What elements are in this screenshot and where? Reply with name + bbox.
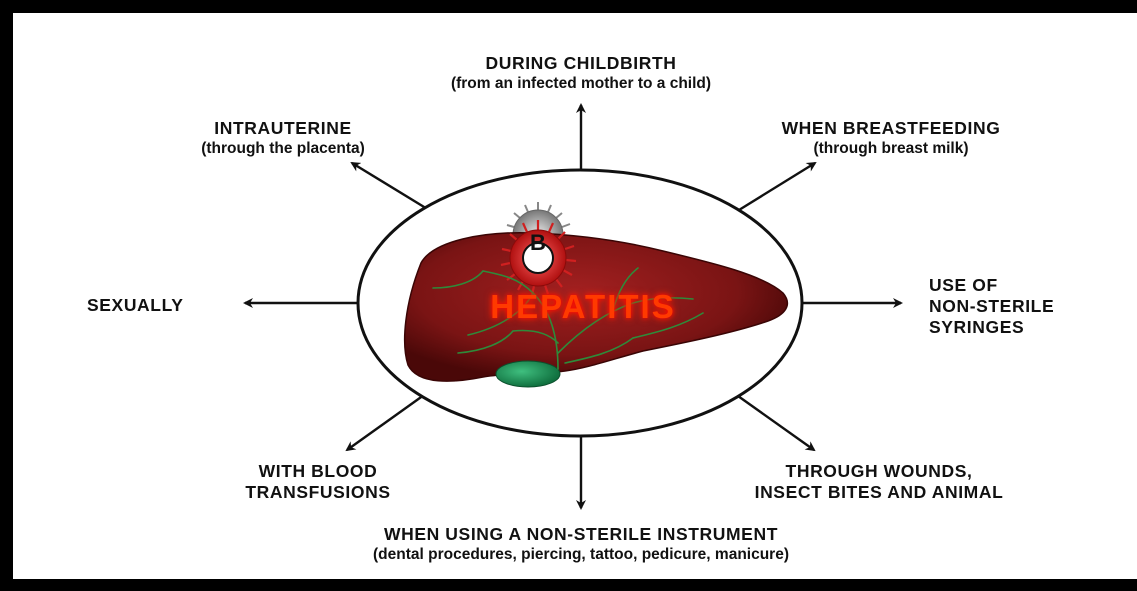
- label-sexually: SEXUALLY: [87, 295, 237, 316]
- sexually-title: SEXUALLY: [87, 295, 237, 316]
- breastfeeding-title: WHEN BREASTFEEDING: [726, 118, 1056, 139]
- syringes-line-2: NON-STERILE: [929, 296, 1129, 317]
- label-childbirth: DURING CHILDBIRTH (from an infected moth…: [331, 53, 831, 94]
- label-wounds: THROUGH WOUNDS, INSECT BITES AND ANIMAL: [689, 461, 1069, 503]
- arrow-up-right: [739, 163, 815, 210]
- breastfeeding-sub: (through breast milk): [726, 139, 1056, 159]
- label-blood: WITH BLOOD TRANSFUSIONS: [193, 461, 443, 503]
- center-title: HEPATITIS: [448, 288, 718, 326]
- wounds-line-2: INSECT BITES AND ANIMAL: [689, 482, 1069, 503]
- virus-badge-letter: B: [515, 230, 561, 256]
- intrauterine-sub: (through the placenta): [153, 139, 413, 159]
- syringes-line-1: USE OF: [929, 275, 1129, 296]
- childbirth-sub: (from an infected mother to a child): [331, 74, 831, 94]
- arrow-up-left: [352, 163, 429, 210]
- label-instrument: WHEN USING A NON-STERILE INSTRUMENT (den…: [251, 524, 911, 565]
- label-breastfeeding: WHEN BREASTFEEDING (through breast milk): [726, 118, 1056, 159]
- instrument-title: WHEN USING A NON-STERILE INSTRUMENT: [251, 524, 911, 545]
- instrument-sub: (dental procedures, piercing, tattoo, pe…: [251, 545, 911, 565]
- diagram-frame: B HEPATITIS DURING CHILDBIRTH (from an i…: [13, 13, 1137, 579]
- intrauterine-title: INTRAUTERINE: [153, 118, 413, 139]
- gallbladder-icon: [496, 361, 560, 387]
- blood-line-1: WITH BLOOD: [193, 461, 443, 482]
- syringes-line-3: SYRINGES: [929, 317, 1129, 338]
- arrow-down-left: [347, 395, 424, 450]
- wounds-line-1: THROUGH WOUNDS,: [689, 461, 1069, 482]
- label-syringes: USE OF NON-STERILE SYRINGES: [929, 275, 1129, 338]
- arrow-down-right: [738, 396, 814, 450]
- label-intrauterine: INTRAUTERINE (through the placenta): [153, 118, 413, 159]
- childbirth-title: DURING CHILDBIRTH: [331, 53, 831, 74]
- blood-line-2: TRANSFUSIONS: [193, 482, 443, 503]
